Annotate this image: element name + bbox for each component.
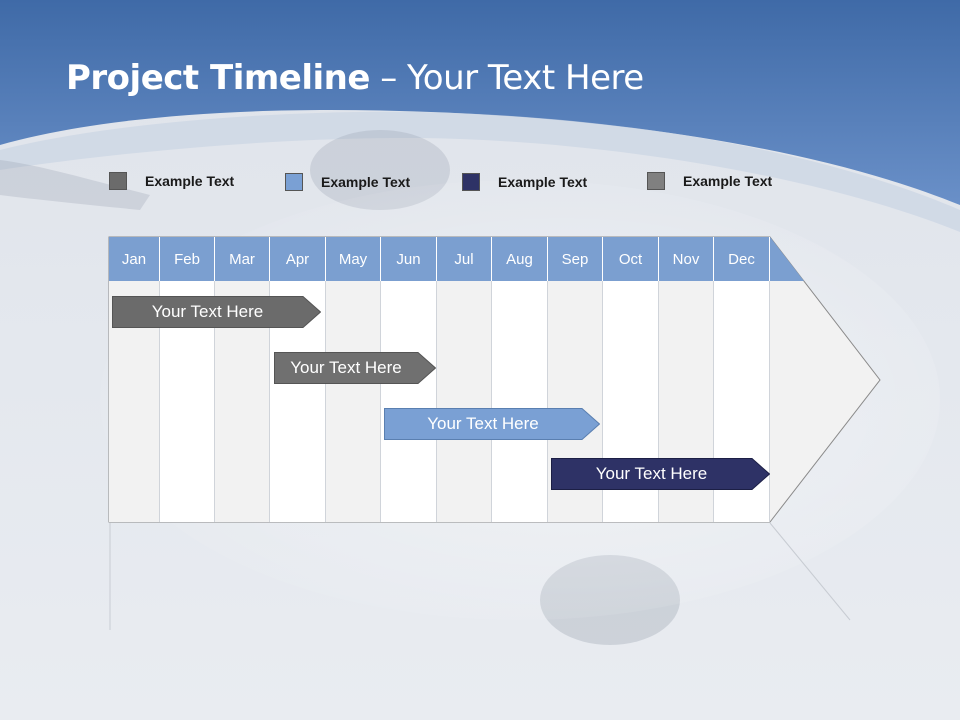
legend-swatch-4: [647, 172, 665, 190]
month-header-sep: Sep: [548, 237, 603, 281]
legend-label-3: Example Text: [498, 174, 588, 190]
legend-swatch-2: [285, 173, 303, 191]
legend-label-4: Example Text: [683, 173, 773, 189]
slide-title: Project Timeline – Your Text Here: [66, 58, 644, 98]
month-column: [492, 281, 548, 522]
slide-title-rest: – Your Text Here: [369, 58, 644, 98]
month-header-jul: Jul: [437, 237, 492, 281]
month-header-jan: Jan: [109, 237, 160, 281]
month-header-apr: Apr: [270, 237, 326, 281]
task-arrow-2-label: Your Text Here: [290, 358, 402, 377]
month-column: [326, 281, 381, 522]
month-column: [381, 281, 437, 522]
legend-swatch-1: [109, 172, 127, 190]
task-arrow-4-label: Your Text Here: [595, 464, 708, 483]
task-arrow-1-label: Your Text Here: [151, 302, 264, 321]
task-arrow-1[interactable]: Your Text Here: [112, 296, 321, 328]
legend-swatch-3: [462, 173, 480, 191]
month-header-may: May: [326, 237, 381, 281]
month-header-oct: Oct: [603, 237, 659, 281]
month-header-feb: Feb: [160, 237, 215, 281]
legend-item-2: Example Text: [285, 171, 410, 193]
task-arrow-2[interactable]: Your Text Here: [274, 352, 436, 384]
legend-label-2: Example Text: [321, 174, 411, 190]
task-arrow-3-label: Your Text Here: [427, 414, 539, 433]
legend-item-3: Example Text: [462, 171, 587, 193]
legend-item-1: Example Text: [109, 170, 234, 192]
legend-label-1: Example Text: [145, 173, 235, 189]
month-header-jun: Jun: [381, 237, 437, 281]
month-header-dec: Dec: [714, 237, 770, 281]
month-column: [437, 281, 492, 522]
slide-title-bold: Project Timeline: [66, 58, 370, 98]
month-header-aug: Aug: [492, 237, 548, 281]
legend-item-4: Example Text: [647, 170, 772, 192]
month-header-nov: Nov: [659, 237, 714, 281]
task-arrow-4[interactable]: Your Text Here: [551, 458, 770, 490]
month-header-mar: Mar: [215, 237, 270, 281]
task-arrow-3[interactable]: Your Text Here: [384, 408, 600, 440]
